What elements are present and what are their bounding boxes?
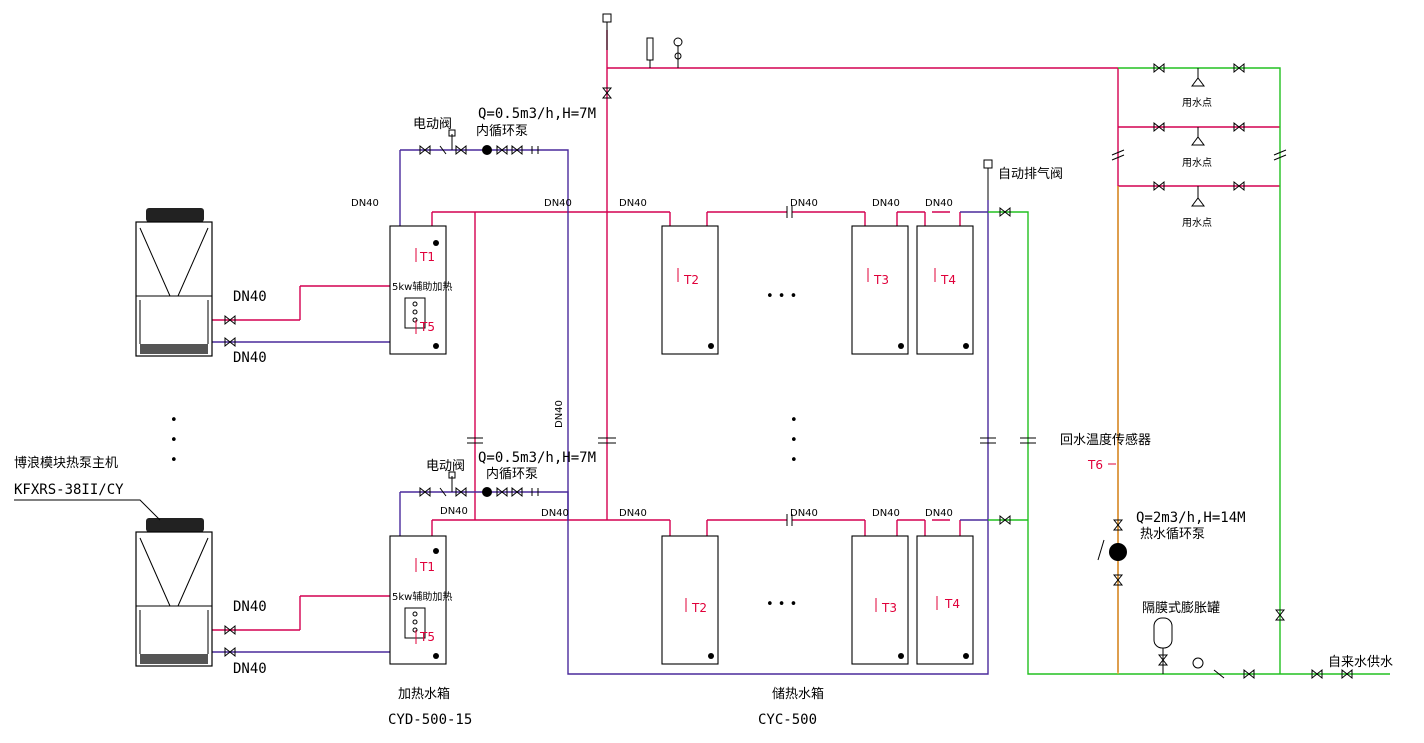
t3-label: T3 — [873, 273, 889, 287]
diagram-labels: DN40 DN40 DN40 DN40 DN40 DN40 DN40 DN40 … — [14, 97, 1393, 728]
t6-label: T6 — [1087, 458, 1103, 472]
pipe-network — [212, 20, 1390, 675]
heat-pump-host-label: 博浪模块热泵主机 — [14, 456, 118, 471]
label-dn40: DN40 — [790, 508, 818, 519]
motor-valve-label: 电动阀 — [426, 459, 465, 474]
inner-pump-label: 内循环泵 — [486, 466, 538, 482]
inner-pump-assembly-lower — [419, 471, 539, 498]
inner-pump-spec: Q=0.5m3/h,H=7M — [478, 106, 596, 122]
heating-tank-title: 加热水箱 — [398, 686, 450, 702]
ellipsis-horizontal: • • • — [766, 289, 797, 304]
heat-pump-leader-line — [14, 499, 161, 521]
t5-label: T5 — [419, 320, 435, 334]
heating-tank-lower — [389, 535, 447, 665]
air-vent-icon — [602, 13, 993, 169]
storage-tanks-upper — [661, 225, 974, 355]
ellipsis-vertical: • — [790, 453, 798, 468]
heat-pump-model-label: KFXRS-38II/CY — [14, 482, 124, 498]
hot-pump-label: 热水循环泵 — [1140, 527, 1205, 542]
expansion-tank-label: 隔膜式膨胀罐 — [1142, 601, 1220, 616]
t2-label: T2 — [683, 273, 699, 287]
storage-tanks-lower — [661, 535, 974, 665]
inner-pump-assembly-upper — [419, 129, 539, 156]
label-dn40: DN40 — [619, 508, 647, 519]
expansion-tank-icon — [1153, 617, 1173, 674]
label-dn40: DN40 — [233, 289, 267, 305]
label-dn40: DN40 — [440, 506, 468, 517]
storage-tank-title: 储热水箱 — [772, 686, 824, 702]
heat-pump-unit-upper — [135, 208, 213, 357]
motor-valve-label: 电动阀 — [413, 117, 452, 132]
valves — [224, 62, 1353, 680]
t1-label: T1 — [419, 250, 435, 264]
return-temp-sensor-label: 回水温度传感器 — [1060, 432, 1151, 448]
label-dn40: DN40 — [925, 508, 953, 519]
hot-water-pump-icon — [1097, 539, 1127, 561]
label-dn40: DN40 — [233, 599, 267, 615]
ellipsis-vertical: • — [170, 433, 178, 448]
inner-pump-spec: Q=0.5m3/h,H=7M — [478, 450, 596, 466]
use-point-label: 用水点 — [1182, 97, 1212, 109]
label-dn40-vertical: DN40 — [554, 400, 565, 428]
hot-pump-spec: Q=2m3/h,H=14M — [1136, 510, 1246, 526]
t4-label: T4 — [944, 597, 960, 611]
ellipsis-vertical: • — [790, 433, 798, 448]
heat-pump-unit-lower — [135, 518, 213, 667]
t5-label: T5 — [419, 630, 435, 644]
ellipsis-vertical: • — [170, 453, 178, 468]
use-point-icons — [1191, 68, 1205, 207]
pipe-flange-markers — [467, 149, 1287, 526]
ellipsis-vertical: • — [790, 413, 798, 428]
label-dn40: DN40 — [790, 198, 818, 209]
use-point-label: 用水点 — [1182, 157, 1212, 169]
label-dn40: DN40 — [233, 350, 267, 366]
heater-label: 5kw辅助加热 — [392, 280, 452, 293]
label-dn40: DN40 — [541, 508, 569, 519]
auto-air-vent-label: 自动排气阀 — [998, 166, 1063, 182]
t3-label: T3 — [881, 601, 897, 615]
heater-label: 5kw辅助加热 — [392, 590, 452, 603]
city-water-label: 自来水供水 — [1328, 655, 1393, 670]
sensor-probes — [415, 248, 1116, 644]
label-dn40: DN40 — [872, 198, 900, 209]
label-dn40: DN40 — [351, 198, 379, 209]
storage-tank-model: CYC-500 — [758, 712, 817, 728]
inner-pump-label: 内循环泵 — [476, 123, 528, 139]
label-dn40: DN40 — [233, 661, 267, 677]
label-dn40: DN40 — [544, 198, 572, 209]
ellipsis-horizontal: • • • — [766, 597, 797, 612]
t1-label: T1 — [419, 560, 435, 574]
t4-label: T4 — [940, 273, 956, 287]
t2-label: T2 — [691, 601, 707, 615]
heating-tank-model: CYD-500-15 — [388, 712, 472, 728]
use-point-label: 用水点 — [1182, 217, 1212, 229]
heating-tank-upper — [389, 225, 447, 355]
label-dn40: DN40 — [925, 198, 953, 209]
label-dn40: DN40 — [619, 198, 647, 209]
ellipsis-vertical: • — [170, 413, 178, 428]
label-dn40: DN40 — [872, 508, 900, 519]
